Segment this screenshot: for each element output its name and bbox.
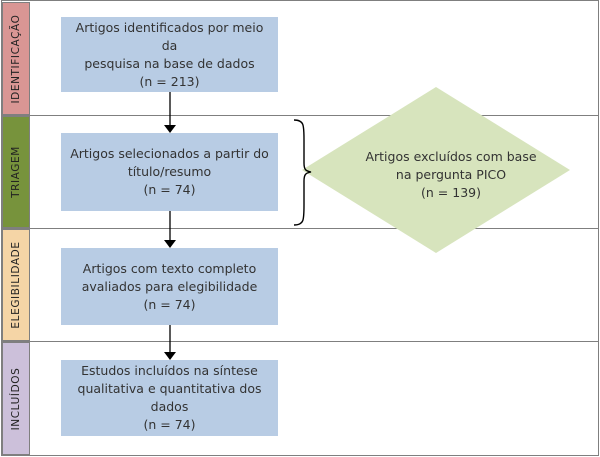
- exclusion-text: Artigos excluídos com base na pergunta P…: [365, 149, 537, 200]
- box-eligibility-text: Artigos com texto completo avaliados par…: [81, 260, 258, 312]
- arrow-3: [164, 325, 176, 360]
- box-eligibility: Artigos com texto completo avaliados par…: [61, 248, 278, 325]
- stage-triagem: TRIAGEM: [2, 116, 30, 228]
- stage-divider: [1, 341, 599, 342]
- arrow-2: [164, 211, 176, 248]
- box-screened-text: Artigos selecionados a partir do título/…: [70, 146, 269, 197]
- stage-incluidos: INCLUÍDOS: [2, 342, 30, 455]
- stage-divider: [1, 115, 599, 116]
- box-included-text: Estudos incluídos na síntese qualitativa…: [77, 363, 262, 432]
- arrow-1: [164, 92, 176, 133]
- box-included: Estudos incluídos na síntese qualitativa…: [61, 360, 278, 436]
- box-identified: Artigos identificados por meio da pesqui…: [61, 17, 278, 92]
- stage-identificacao: IDENTIFICAÇÃO: [2, 2, 30, 115]
- stage-elegibilidade: ELEGIBILIDADE: [2, 229, 30, 341]
- stage-divider: [1, 228, 599, 229]
- box-identified-text: Artigos identificados por meio da pesqui…: [75, 19, 264, 89]
- exclusion-diamond: [302, 87, 570, 253]
- box-screened: Artigos selecionados a partir do título/…: [61, 133, 278, 211]
- curly-brace: [293, 119, 312, 226]
